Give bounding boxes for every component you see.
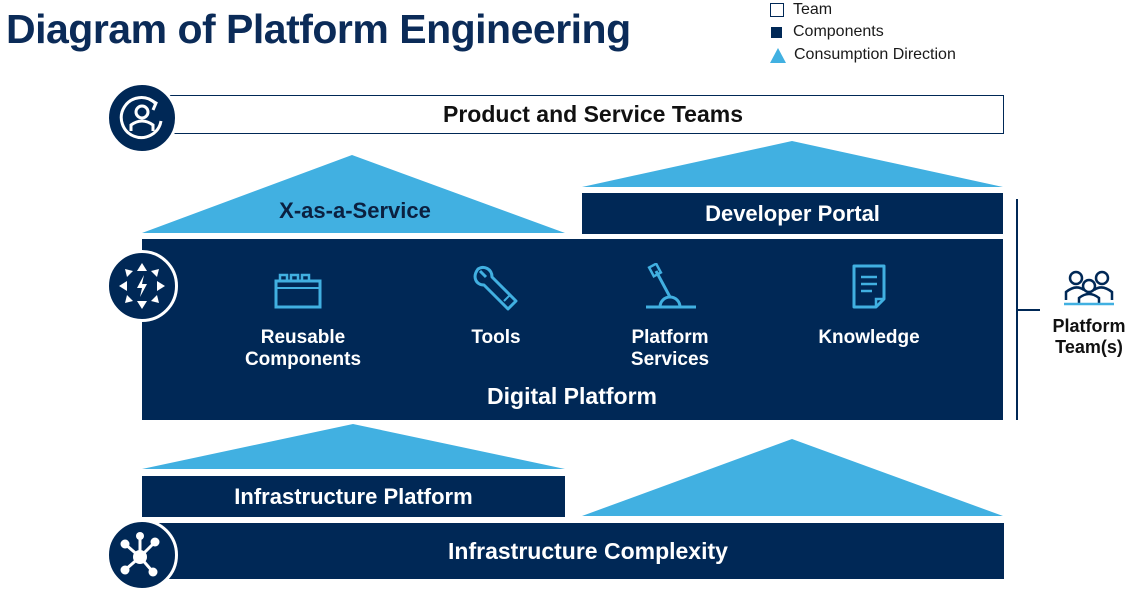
wrench-icon [473,265,518,311]
platform-teams-line1: Platform [1052,316,1126,336]
network-hub-icon [106,519,178,591]
legend-consumption-label: Consumption Direction [794,46,956,63]
platform-teams-label: Platform Team(s) [1040,316,1138,358]
legend-team-label: Team [793,1,833,18]
component-reusable: Reusable Components [218,327,388,371]
infrastructure-complexity-box: Infrastructure Complexity [142,523,1004,579]
network-nodes-icon [120,532,160,577]
digital-platform-box: Reusable Components Tools Platform Servi… [142,239,1003,420]
product-service-teams-label: Product and Service Teams [443,101,743,127]
joystick-icon [646,263,696,309]
legend-components: Components [770,23,884,41]
platform-teams-line2: Team(s) [1055,337,1123,357]
xaas-triangle [142,155,565,233]
xaas-label: X-as-a-Service [279,198,431,223]
arrows-burst-icon [119,263,165,309]
component-tools-line1: Tools [471,327,521,348]
portal-triangle [582,141,1003,187]
component-knowledge-line1: Knowledge [818,327,920,348]
diagram-title: Diagram of Platform Engineering [6,6,631,52]
infrastructure-platform-box: Infrastructure Platform [142,476,565,517]
digital-platform-label: Digital Platform [487,382,657,409]
developer-portal-label: Developer Portal [705,200,880,226]
legend-team: Team [770,1,832,19]
triangle-swatch-icon [770,47,786,63]
infrastructure-complexity-label: Infrastructure Complexity [448,537,728,564]
infrastructure-platform-label: Infrastructure Platform [234,483,473,509]
infra-complexity-triangle [582,439,1003,516]
component-reusable-line1: Reusable [260,327,346,348]
component-swatch-icon [771,26,782,38]
component-platform-services-line2: Services [630,349,710,370]
component-knowledge: Knowledge [784,327,954,349]
component-platform-services: Platform Services [585,327,755,371]
document-icon [852,264,886,309]
product-service-teams-box: Product and Service Teams [142,95,1004,134]
infra-platform-triangle [142,424,565,469]
component-reusable-line2: Components [244,349,362,370]
legend-consumption: Consumption Direction [770,46,956,64]
legend-components-label: Components [793,23,884,40]
platform-arrows-icon [106,250,178,322]
person-cycle-icon [119,96,163,140]
lego-block-icon [274,273,322,309]
team-swatch-icon [770,3,784,17]
team-cycle-icon [106,82,178,154]
people-group-icon [1064,270,1114,306]
developer-portal-box: Developer Portal [582,193,1003,234]
component-tools: Tools [411,327,581,349]
component-platform-services-line1: Platform [631,327,709,348]
